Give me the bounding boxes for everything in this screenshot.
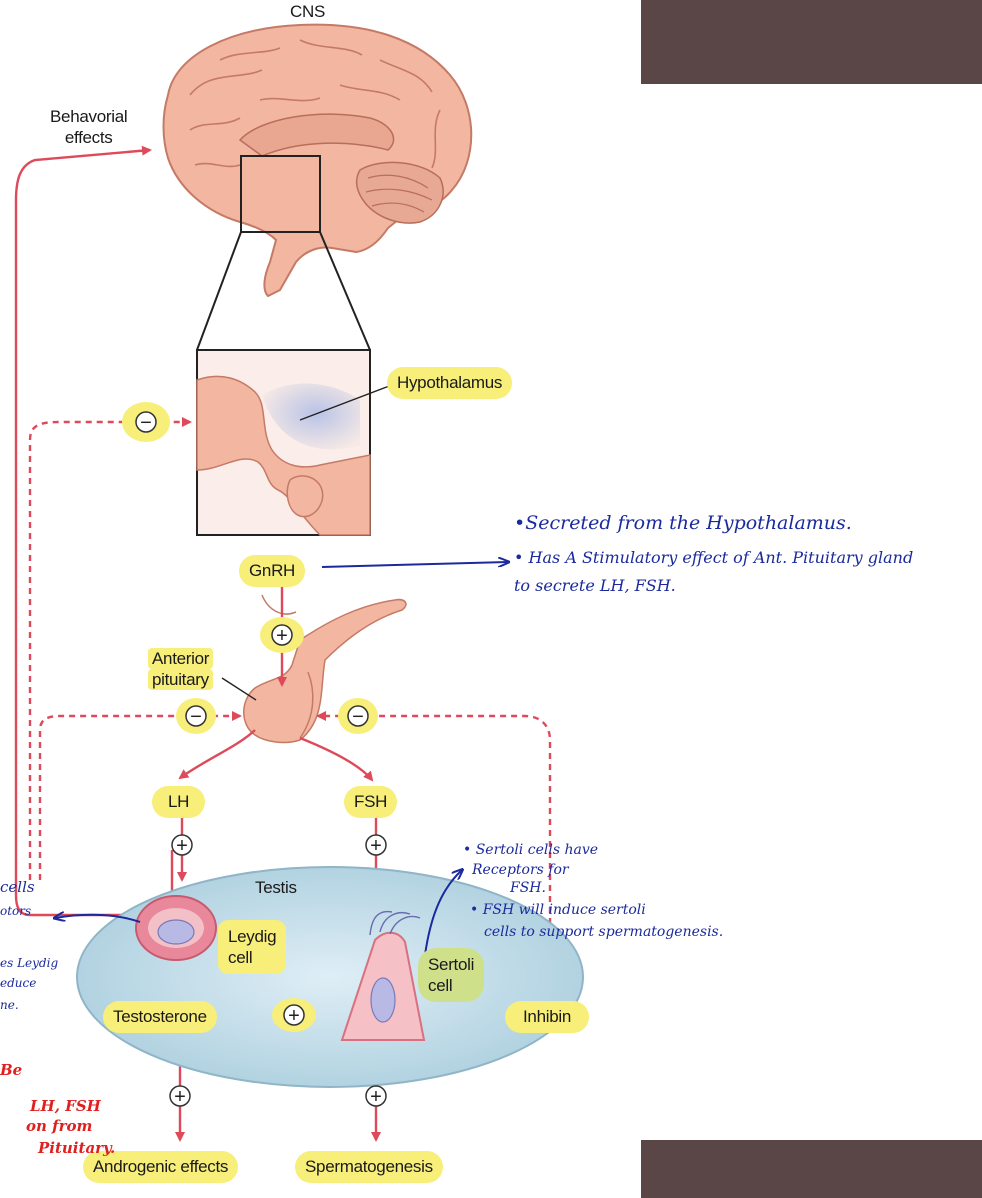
minus-sign-hypothalamus: − (122, 402, 170, 442)
sertoli-line-2: cell (428, 975, 474, 996)
leydig-label: Leydig cell (218, 920, 286, 974)
pituitary-illustration (222, 595, 406, 742)
svg-text:+: + (370, 1086, 382, 1108)
leydig-line-2: cell (228, 947, 276, 968)
testis (77, 867, 583, 1087)
behavioral-effects-label: Behavorial effects (50, 106, 127, 148)
minus-text: − (140, 412, 152, 434)
red-note-line-3: on from (26, 1118, 92, 1135)
sertoli-line-1: Sertoli (428, 954, 474, 975)
minus-sign-pituitary-right: − (338, 698, 378, 734)
red-note-line-1: Be (0, 1062, 22, 1079)
minus-sign-pituitary-left: − (176, 698, 216, 734)
gnrh-note-line-3: to secrete LH, FSH. (514, 576, 676, 595)
anterior-line-2: pituitary (148, 669, 213, 690)
fsh-label: FSH (344, 786, 397, 818)
anterior-pituitary-label: Anterior pituitary (148, 648, 213, 690)
svg-text:+: + (276, 625, 288, 647)
svg-text:−: − (352, 706, 364, 728)
sertoli-note-line-2: Receptors for (472, 862, 569, 878)
hypothalamus-box (197, 350, 392, 535)
red-note-line-2: LH, FSH (30, 1098, 101, 1115)
svg-text:+: + (176, 835, 188, 857)
sertoli-note-line-5: cells to support spermatogenesis. (484, 924, 723, 940)
hypothalamus-label: Hypothalamus (387, 367, 512, 399)
cns-title: CNS (290, 2, 325, 22)
plus-sign-fsh: + (366, 835, 386, 857)
testis-label: Testis (255, 878, 297, 898)
svg-text:+: + (174, 1086, 186, 1108)
gnrh-note-line-1: •Secreted from the Hypothalamus. (514, 512, 852, 534)
red-note-line-4: Pituitary. (38, 1140, 115, 1157)
svg-text:−: − (190, 706, 202, 728)
sertoli-note-line-4: • FSH will induce sertoli (470, 902, 646, 918)
plus-sign-androgenic: + (170, 1086, 190, 1108)
anterior-line-1: Anterior (148, 648, 213, 669)
spermatogenesis-label: Spermatogenesis (295, 1151, 443, 1183)
plus-sign-gnrh: + (260, 617, 304, 653)
gnrh-note-arrow (322, 562, 508, 567)
testosterone-label: Testosterone (103, 1001, 217, 1033)
zoom-line-left (197, 232, 241, 350)
leydig-note-line-4: educe (0, 976, 36, 990)
behavioral-line-1: Behavorial (50, 106, 127, 127)
leydig-note-line-5: ne. (0, 998, 19, 1012)
gnrh-label: GnRH (239, 555, 305, 587)
leydig-line-1: Leydig (228, 926, 276, 947)
plus-sign-lh: + (172, 835, 192, 857)
plus-sign-spermatogenesis: + (366, 1086, 386, 1108)
svg-text:+: + (370, 835, 382, 857)
inhibin-label: Inhibin (505, 1001, 589, 1033)
behavioral-line-2: effects (50, 127, 127, 148)
sertoli-note-line-1: • Sertoli cells have (463, 842, 598, 858)
leydig-note-line-1: cells (0, 878, 35, 896)
brain-illustration (164, 25, 472, 296)
leydig-note-line-2: otors (0, 904, 31, 918)
leydig-note-line-3: es Leydig (0, 956, 58, 970)
lh-label: LH (152, 786, 205, 818)
plus-sign-testosterone: + (272, 998, 316, 1032)
sertoli-note-line-3: FSH. (510, 880, 546, 896)
sertoli-label: Sertoli cell (418, 948, 484, 1002)
gnrh-note-line-2: • Has A Stimulatory effect of Ant. Pitui… (514, 548, 913, 567)
svg-text:+: + (288, 1005, 300, 1027)
